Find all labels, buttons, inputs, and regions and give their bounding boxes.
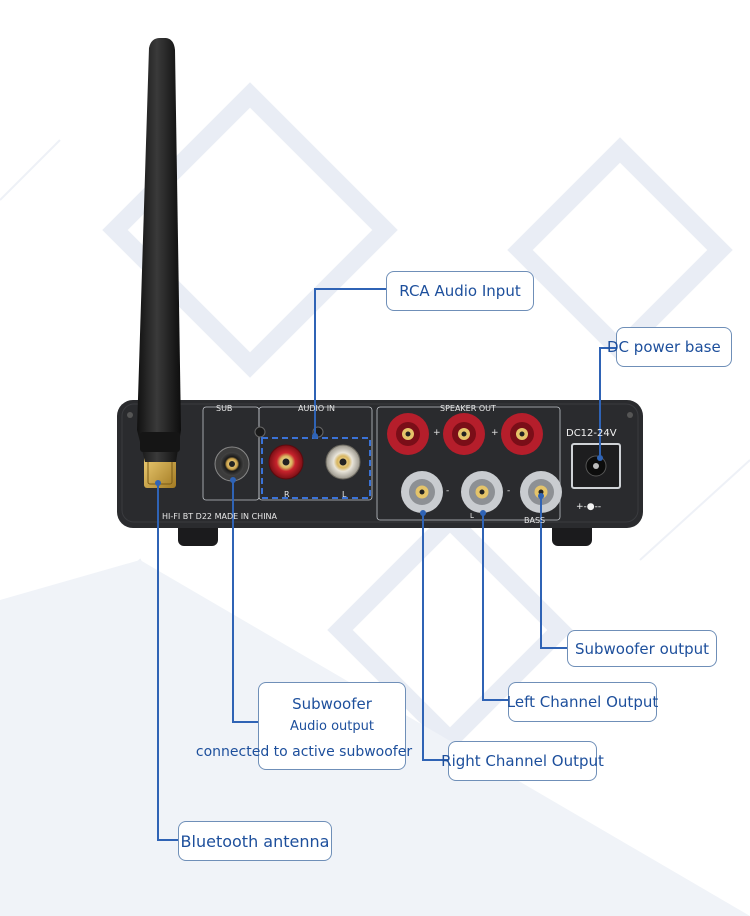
- panel-label-polarity: +-●--: [576, 502, 602, 512]
- panel-label-model: HI-FI BT D22 MADE IN CHINA: [162, 512, 278, 521]
- bg-diamond-3: [327, 507, 573, 753]
- callout-dc-power-base: DC power base: [607, 327, 732, 367]
- ground-screw-icon: [254, 426, 266, 438]
- callout-subwoofer-audio-line3: connected to active subwoofer: [195, 743, 413, 760]
- leader-right: [422, 513, 448, 761]
- panel-label-speaker-out: SPEAKER OUT: [440, 404, 496, 413]
- antenna-hinge: [140, 432, 180, 452]
- speaker-terminal-clear-row: [401, 471, 562, 513]
- speaker-terminal-red-row: [387, 413, 543, 455]
- panel-label-dc-rating: DC12-24V: [566, 428, 617, 439]
- callout-subwoofer-output: Subwoofer output: [567, 630, 717, 667]
- callout-left-channel-output-text: Left Channel Output: [506, 693, 659, 711]
- screw-icon: [127, 412, 133, 418]
- panel-label-sub: SUB: [216, 404, 233, 413]
- panel-label-bass: BASS: [524, 516, 546, 525]
- callout-right-channel-output: Right Channel Output: [441, 741, 604, 781]
- leader-rca: [314, 288, 386, 436]
- callout-left-channel-output: Left Channel Output: [506, 682, 659, 722]
- callout-subwoofer-output-text: Subwoofer output: [574, 639, 710, 658]
- leader-lines: [157, 288, 616, 841]
- panel-label-audio-in: AUDIO IN: [298, 404, 336, 413]
- bg-line-2: [0, 139, 61, 201]
- panel-label-l-small: L: [470, 512, 474, 520]
- callout-right-channel-output-text: Right Channel Output: [441, 752, 604, 770]
- bluetooth-antenna: [137, 38, 181, 462]
- leader-dc: [599, 347, 616, 458]
- leader-subout: [540, 496, 567, 649]
- panel-plus-sign: +: [433, 428, 441, 438]
- callout-dc-power-base-text: DC power base: [607, 338, 721, 356]
- callout-bluetooth-antenna: Bluetooth antenna: [178, 821, 332, 861]
- panel-minus-sign: -: [507, 486, 511, 496]
- panel-plus-sign: +: [491, 428, 499, 438]
- callout-subwoofer-audio-line1: Subwoofer: [292, 694, 372, 713]
- panel-label-l: L: [342, 490, 347, 499]
- callout-subwoofer-audio-output: Subwoofer Audio output connected to acti…: [196, 682, 412, 770]
- callout-bluetooth-antenna-text: Bluetooth antenna: [180, 831, 330, 851]
- callout-rca-audio-input: RCA Audio Input: [386, 271, 534, 311]
- speaker-out-section-frame: [376, 406, 561, 521]
- amplifier-chassis: [117, 400, 643, 528]
- callout-subwoofer-audio-line2: Audio output: [290, 718, 374, 734]
- panel-label-r: R: [284, 490, 290, 499]
- leader-bt: [157, 483, 178, 841]
- leader-subaudio: [232, 480, 258, 723]
- screw-icon: [627, 412, 633, 418]
- bg-line-3: [639, 459, 750, 561]
- callout-rca-audio-input-text: RCA Audio Input: [399, 282, 521, 300]
- leader-left: [482, 513, 508, 701]
- panel-minus-sign: -: [446, 486, 450, 496]
